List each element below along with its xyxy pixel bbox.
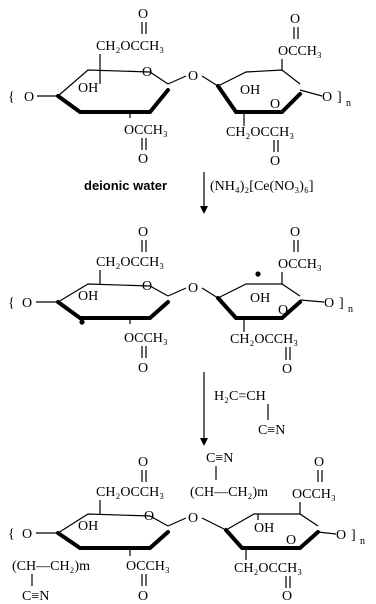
stage3-right-bracket: ] (351, 528, 356, 543)
stage2-ring1-oh: OH (78, 289, 98, 304)
stage2-radical-intermediate: O CH₂OCCH₃ O OCCH₃ { O O OH O OH O O ] n… (8, 225, 353, 377)
stage3-left-o: O (22, 527, 32, 542)
stage1-left-bracket: { (8, 90, 15, 105)
stage1-ring1-o: O (142, 65, 152, 80)
step1-initiator-label: (NH₄)₂[Ce(NO₃)₆] (210, 179, 314, 194)
stage2-radical-dot-right (255, 271, 261, 277)
stage3-linker-o: O (188, 511, 198, 526)
stage3-subscript-n: n (360, 536, 365, 547)
stage2-bottom-right-group: CH₂OCCH₃ (230, 332, 298, 347)
stage1-right-bracket: ] (337, 90, 342, 105)
stage1-cellulose-acetate: O CH₂OCCH₃ O OCCH₃ { O O OH O OH O O ] n… (8, 7, 351, 169)
stage1-ring2-o: O (270, 97, 280, 112)
stage1-carbonyl-o-bottom-left: O (138, 152, 148, 167)
stage2-right-o: O (324, 296, 334, 311)
stage3-graft-bottom-nitrile: C≡N (22, 589, 49, 604)
stage3-grafted-copolymer: O CH₂OCCH₃ C≡N (CH—CH₂)m O OCCH₃ { O O O… (8, 451, 365, 604)
stage2-bottom-left-group: OCCH₃ (124, 331, 168, 346)
stage3-ring2-oh: OH (254, 521, 274, 536)
stage1-carbonyl-o-bottom-right: O (270, 154, 280, 169)
stage3-carbonyl-o-bottom-left: O (138, 589, 148, 604)
step2-reaction-arrow: H₂C=CH C≡N (200, 372, 285, 446)
stage1-ring2-oh: OH (240, 83, 260, 98)
stage2-ring2-o: O (278, 303, 288, 318)
stage3-ring1-o: O (144, 509, 154, 524)
stage2-top-right-group: OCCH₃ (278, 257, 322, 272)
stage3-carbonyl-o-bottom-right: O (282, 589, 292, 604)
stage2-left-bracket: { (8, 296, 15, 311)
step1-solvent-label: deionic water (84, 178, 167, 193)
stage1-bottom-right-group: CH₂OCCH₃ (226, 125, 294, 140)
stage3-left-bracket: { (8, 527, 15, 542)
stage1-right-o: O (322, 90, 332, 105)
step1-reaction-arrow: deionic water (NH₄)₂[Ce(NO₃)₆] (84, 172, 314, 214)
stage3-top-left-group: CH₂OCCH₃ (96, 485, 164, 500)
stage2-subscript-n: n (348, 304, 353, 315)
stage2-carbonyl-o-right: O (290, 225, 300, 240)
stage3-graft-top-nitrile: C≡N (206, 451, 233, 466)
stage2-carbonyl-o-bottom-right: O (282, 362, 292, 377)
stage3-bottom-left-group: OCCH₃ (126, 559, 170, 574)
stage1-top-right-group: OCCH₃ (278, 44, 322, 59)
stage3-carbonyl-o-right: O (314, 455, 324, 470)
stage2-ring2-oh: OH (250, 291, 270, 306)
stage2-carbonyl-o-left: O (138, 225, 148, 240)
stage1-carbonyl-o-left: O (138, 7, 148, 22)
stage3-carbonyl-o-left: O (138, 455, 148, 470)
stage1-subscript-n: n (346, 98, 351, 109)
stage1-top-left-group: CH₂OCCH₃ (96, 39, 164, 54)
stage1-left-o: O (24, 90, 34, 105)
stage3-ring2-o: O (286, 533, 296, 548)
stage1-linker-o: O (188, 69, 198, 84)
stage2-left-o: O (22, 296, 32, 311)
step2-monomer-top: H₂C=CH (214, 389, 266, 404)
stage3-top-right-group: OCCH₃ (292, 487, 336, 502)
stage3-graft-bottom-chain: (CH—CH₂)m (12, 559, 90, 574)
stage2-ring1-o: O (142, 279, 152, 294)
stage3-bottom-right-group: CH₂OCCH₃ (234, 561, 302, 576)
stage3-right-o: O (336, 528, 346, 543)
step2-monomer-nitrile: C≡N (258, 423, 285, 438)
stage2-radical-dot-left (79, 319, 85, 325)
stage1-carbonyl-o-right: O (290, 12, 300, 27)
stage1-bottom-left-group: OCCH₃ (124, 123, 168, 138)
stage2-carbonyl-o-bottom-left: O (138, 361, 148, 376)
stage1-ring1-oh: OH (78, 81, 98, 96)
stage3-ring1-oh: OH (78, 519, 98, 534)
stage2-linker-o: O (188, 281, 198, 296)
stage2-right-bracket: ] (339, 296, 344, 311)
stage2-top-left-group: CH₂OCCH₃ (96, 255, 164, 270)
stage3-graft-top-chain: (CH—CH₂)m (190, 485, 268, 500)
